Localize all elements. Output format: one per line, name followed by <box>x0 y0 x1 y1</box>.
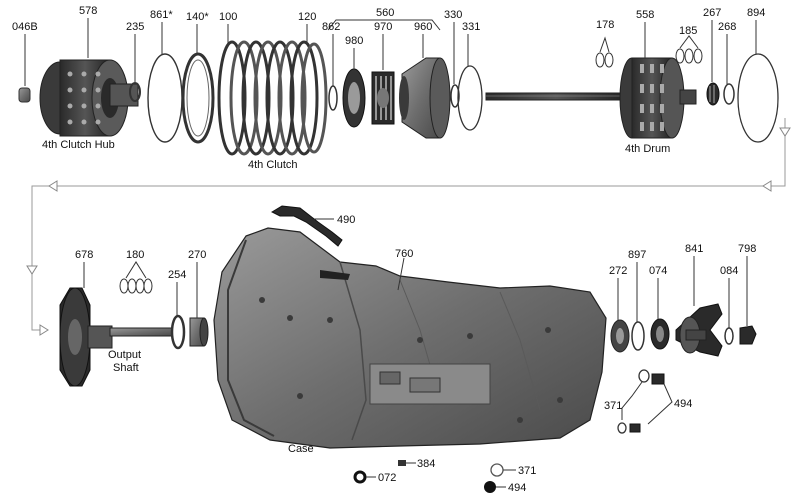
part-897-ring: 897 <box>628 249 646 351</box>
part-560-piston-assembly: 560 862 980 970 960 <box>322 7 451 139</box>
label-330: 330 <box>444 9 462 21</box>
label-960: 960 <box>414 21 432 33</box>
part-330-331-seals: 330 331 <box>444 9 483 131</box>
part-558-4th-drum: 558 4th Drum <box>619 9 697 155</box>
assembly-flow-arrows <box>26 118 791 336</box>
caption-output-shaft-2: Shaft <box>113 362 139 374</box>
part-384-pin: 384 <box>398 458 435 470</box>
label-268: 268 <box>718 21 736 33</box>
part-798-nut: 798 <box>738 243 757 345</box>
label-267: 267 <box>703 7 721 19</box>
part-shaft <box>485 92 627 101</box>
label-862: 862 <box>322 21 340 33</box>
part-760-case: 760 Case <box>213 227 607 455</box>
part-861-snap-ring: 861* <box>147 9 183 143</box>
clutch-pack-labels: 100 120 4th Clutch <box>219 11 316 171</box>
part-4th-clutch-pack <box>217 40 328 156</box>
label-254: 254 <box>168 269 186 281</box>
label-494-right: 494 <box>674 398 692 410</box>
label-384: 384 <box>417 458 435 470</box>
label-678: 678 <box>75 249 93 261</box>
label-578: 578 <box>79 5 97 17</box>
label-494-bottom: 494 <box>508 482 526 494</box>
part-180-seal-rings: 180 <box>119 249 153 294</box>
caption-output-shaft-1: Output <box>108 349 141 361</box>
caption-4th-drum: 4th Drum <box>625 143 670 155</box>
label-270: 270 <box>188 249 206 261</box>
label-100: 100 <box>219 11 237 23</box>
label-180: 180 <box>126 249 144 261</box>
label-558: 558 <box>636 9 654 21</box>
label-970: 970 <box>374 21 392 33</box>
part-270-bushing: 270 <box>188 249 209 347</box>
caption-4th-clutch-hub: 4th Clutch Hub <box>42 139 115 151</box>
part-072-seal: 072 <box>353 470 396 484</box>
label-841: 841 <box>685 243 703 255</box>
part-185-seal-rings: 185 <box>675 25 703 64</box>
part-254-ring: 254 <box>168 269 186 350</box>
label-074: 074 <box>649 265 667 277</box>
part-490-lever: 490 <box>270 205 355 247</box>
label-897: 897 <box>628 249 646 261</box>
label-798: 798 <box>738 243 756 255</box>
part-074-seal: 074 <box>649 265 670 350</box>
label-371-right: 371 <box>604 400 622 412</box>
part-046B-bushing: 046B <box>12 21 38 103</box>
part-894-snap-ring: 894 <box>737 7 779 143</box>
label-235: 235 <box>126 21 144 33</box>
part-494-bottom-plug: 494 <box>484 481 526 494</box>
part-371-494-plugs: 371 494 <box>604 369 692 434</box>
caption-case: Case <box>288 443 314 455</box>
label-861: 861* <box>150 9 173 21</box>
part-140-pressure-plate: 140* <box>181 11 215 144</box>
part-678-output-shaft: 678 Output Shaft <box>59 249 173 387</box>
label-272: 272 <box>609 265 627 277</box>
label-894: 894 <box>747 7 765 19</box>
part-178-seal-rings: 178 <box>595 19 614 68</box>
label-046B: 046B <box>12 21 38 33</box>
label-178: 178 <box>596 19 614 31</box>
label-490: 490 <box>337 214 355 226</box>
part-578-clutch-hub: 578 4th Clutch Hub <box>39 5 139 151</box>
caption-4th-clutch: 4th Clutch <box>248 159 298 171</box>
label-331: 331 <box>462 21 480 33</box>
label-371-bottom: 371 <box>518 465 536 477</box>
part-371-bottom-ring: 371 <box>490 463 536 477</box>
label-185: 185 <box>679 25 697 37</box>
label-084: 084 <box>720 265 738 277</box>
part-267-bearing: 267 <box>703 7 721 106</box>
part-235-ring: 235 <box>126 21 144 102</box>
label-560: 560 <box>376 7 394 19</box>
part-841-flange: 841 <box>675 243 723 357</box>
part-084-washer: 084 <box>720 265 738 345</box>
part-268-washer: 268 <box>718 21 736 105</box>
label-072: 072 <box>378 472 396 484</box>
label-140: 140* <box>186 11 209 23</box>
label-760: 760 <box>395 248 413 260</box>
label-980: 980 <box>345 35 363 47</box>
label-120: 120 <box>298 11 316 23</box>
part-272-seal: 272 <box>609 265 630 353</box>
